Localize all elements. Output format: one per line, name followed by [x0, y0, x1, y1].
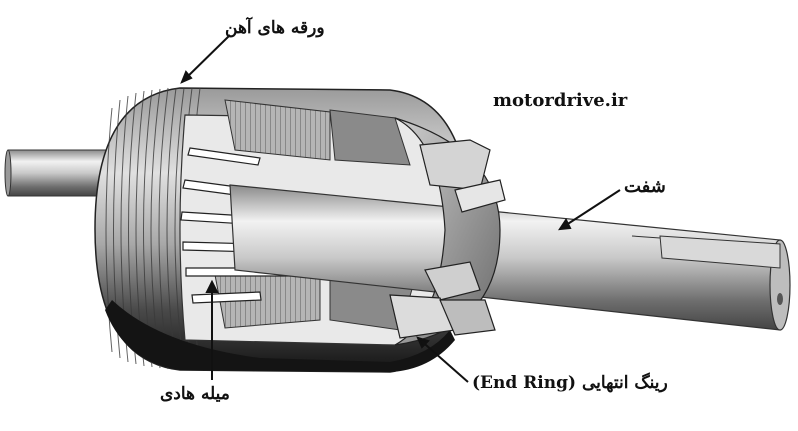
conductor-bars-label: میله هادی — [160, 384, 230, 404]
leader-shaft — [559, 189, 621, 230]
iron-laminations-label: ورقه های آهن — [225, 18, 325, 38]
leader-endring — [417, 337, 469, 383]
end-ring-label: رینگ انتهایی (End Ring) — [472, 373, 668, 393]
shaft-right — [229, 184, 791, 331]
leader-iron — [181, 34, 231, 83]
shaft-left — [4, 149, 113, 197]
end-ring — [389, 117, 506, 346]
website-label: motordrive.ir — [493, 90, 628, 111]
shaft-label: شفت — [624, 176, 666, 197]
